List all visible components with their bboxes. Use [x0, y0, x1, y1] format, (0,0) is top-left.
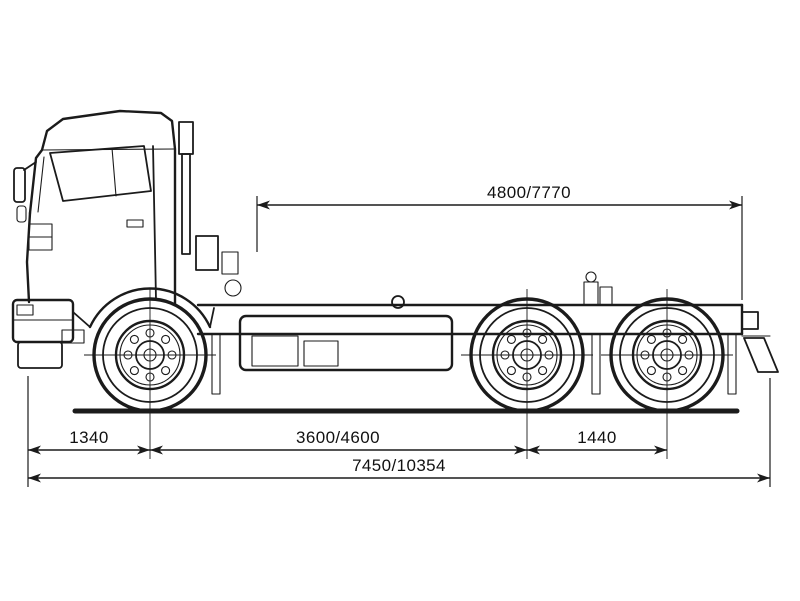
axle-centerlines [84, 289, 733, 459]
cab [11, 109, 215, 369]
air-intake [178, 121, 194, 155]
rear-tow-hitch [741, 311, 779, 373]
dimension-top-span: 4800/7770 [257, 183, 742, 210]
extension-lines [27, 196, 771, 487]
intake-pipe [181, 153, 191, 255]
dim-overall-length-label: 7450/10354 [352, 456, 446, 475]
dimension-front-overhang: 1340 [28, 428, 150, 455]
chassis-frame [196, 271, 779, 395]
dimension-wheelbase: 3600/4600 [150, 428, 527, 455]
rear-suspension [583, 271, 613, 306]
behind-cab-equipment [178, 121, 242, 297]
mudflap-rear [727, 333, 737, 395]
dim-tandem-spacing-label: 1440 [577, 428, 616, 447]
dim-front-overhang-label: 1340 [69, 428, 108, 447]
door-handle [126, 219, 144, 228]
front-bumper [11, 298, 75, 369]
side-window [49, 145, 152, 202]
dimension-tandem-spacing: 1440 [527, 428, 667, 455]
mudflap-front [211, 333, 221, 395]
frame-toolbox [238, 314, 454, 372]
dim-top-span-label: 4800/7770 [487, 183, 571, 202]
mudflap-middle [591, 333, 601, 395]
door-seam [152, 145, 157, 301]
dimension-overall-length: 7450/10354 [28, 456, 770, 483]
dim-wheelbase-label: 3600/4600 [296, 428, 380, 447]
mirror [13, 161, 37, 223]
front-fender [88, 287, 212, 329]
cab-step [61, 329, 85, 344]
headlight [16, 304, 34, 316]
frame-cap [391, 295, 405, 309]
